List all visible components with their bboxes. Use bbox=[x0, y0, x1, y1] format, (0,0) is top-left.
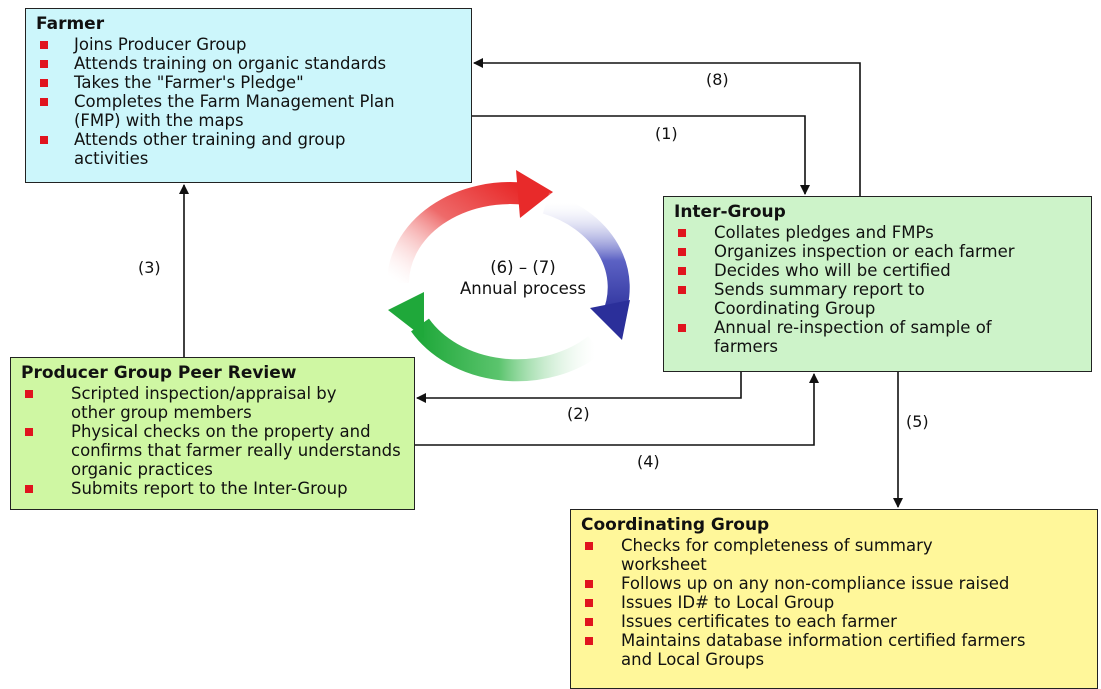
bullet-icon bbox=[40, 41, 48, 49]
edge-8-label: (8) bbox=[706, 70, 729, 89]
list-item-text: Takes the "Farmer's Pledge" bbox=[74, 73, 304, 92]
list-item: Submits report to the Inter-Group bbox=[21, 479, 404, 498]
list-item-text: Decides who will be certified bbox=[714, 261, 951, 280]
list-item-text: Sends summary report to Coordinating Gro… bbox=[714, 280, 925, 318]
bullet-icon bbox=[678, 248, 686, 256]
edge-2-arrow bbox=[416, 372, 742, 403]
edge-8-arrow bbox=[473, 58, 861, 196]
peer-review-box: Producer Group Peer Review Scripted insp… bbox=[10, 357, 415, 510]
farmer-title: Farmer bbox=[36, 14, 105, 34]
bullet-icon bbox=[40, 79, 48, 87]
list-item-text: Physical checks on the property and conf… bbox=[71, 422, 401, 479]
bullet-icon bbox=[678, 229, 686, 237]
list-item: Issues ID# to Local Group bbox=[581, 593, 1087, 612]
bullet-icon bbox=[585, 599, 593, 607]
coordinating-group-list: Checks for completeness of summary works… bbox=[581, 536, 1087, 669]
bullet-icon bbox=[678, 286, 686, 294]
list-item-text: Completes the Farm Management Plan (FMP)… bbox=[74, 92, 395, 130]
list-item: Scripted inspection/appraisal by other g… bbox=[21, 384, 404, 422]
list-item: Joins Producer Group bbox=[36, 35, 461, 54]
list-item: Follows up on any non-compliance issue r… bbox=[581, 574, 1087, 593]
bullet-icon bbox=[585, 618, 593, 626]
farmer-box: Farmer Joins Producer Group Attends trai… bbox=[25, 8, 472, 183]
edge-1-label: (1) bbox=[655, 124, 678, 143]
bullet-icon bbox=[25, 428, 33, 436]
list-item: Collates pledges and FMPs bbox=[674, 223, 1081, 242]
list-item: Decides who will be certified bbox=[674, 261, 1081, 280]
peer-review-list: Scripted inspection/appraisal by other g… bbox=[21, 384, 404, 498]
list-item-text: Annual re-inspection of sample of farmer… bbox=[714, 318, 992, 356]
intergroup-list: Collates pledges and FMPs Organizes insp… bbox=[674, 223, 1081, 356]
annual-cycle-icon bbox=[387, 170, 630, 382]
list-item-text: Attends training on organic standards bbox=[74, 54, 387, 73]
annual-process-caption: Annual process bbox=[459, 279, 586, 298]
list-item-text: Issues ID# to Local Group bbox=[621, 593, 835, 612]
list-item: Organizes inspection or each farmer bbox=[674, 242, 1081, 261]
annual-process-label: (6) – (7) Annual process bbox=[438, 257, 608, 299]
list-item: Sends summary report to Coordinating Gro… bbox=[674, 280, 1081, 318]
bullet-icon bbox=[678, 267, 686, 275]
list-item-text: Issues certificates to each farmer bbox=[621, 612, 897, 631]
list-item: Checks for completeness of summary works… bbox=[581, 536, 1087, 574]
list-item-text: Follows up on any non-compliance issue r… bbox=[621, 574, 1010, 593]
annual-process-steps: (6) – (7) bbox=[490, 258, 556, 277]
bullet-icon bbox=[40, 136, 48, 144]
bullet-icon bbox=[25, 390, 33, 398]
list-item-text: Scripted inspection/appraisal by other g… bbox=[71, 384, 337, 422]
intergroup-box: Inter-Group Collates pledges and FMPs Or… bbox=[663, 196, 1092, 372]
edge-2-label: (2) bbox=[567, 404, 590, 423]
list-item: Attends training on organic standards bbox=[36, 54, 461, 73]
bullet-icon bbox=[585, 637, 593, 645]
bullet-icon bbox=[585, 580, 593, 588]
intergroup-title: Inter-Group bbox=[674, 202, 786, 222]
list-item: Physical checks on the property and conf… bbox=[21, 422, 404, 479]
list-item-text: Checks for completeness of summary works… bbox=[621, 536, 933, 574]
edge-4-arrow bbox=[415, 373, 819, 446]
bullet-icon bbox=[25, 485, 33, 493]
edge-3-label: (3) bbox=[138, 258, 161, 277]
list-item-text: Joins Producer Group bbox=[74, 35, 247, 54]
edge-4-label: (4) bbox=[637, 452, 660, 471]
bullet-icon bbox=[678, 324, 686, 332]
list-item: Completes the Farm Management Plan (FMP)… bbox=[36, 92, 461, 130]
edge-1-arrow bbox=[472, 115, 810, 195]
list-item: Maintains database information certified… bbox=[581, 631, 1087, 669]
list-item: Attends other training and group activit… bbox=[36, 130, 461, 168]
coordinating-group-title: Coordinating Group bbox=[581, 515, 770, 535]
bullet-icon bbox=[40, 98, 48, 106]
coordinating-group-box: Coordinating Group Checks for completene… bbox=[570, 509, 1098, 689]
list-item-text: Attends other training and group activit… bbox=[74, 130, 346, 168]
farmer-list: Joins Producer Group Attends training on… bbox=[36, 35, 461, 168]
list-item: Issues certificates to each farmer bbox=[581, 612, 1087, 631]
list-item-text: Organizes inspection or each farmer bbox=[714, 242, 1015, 261]
bullet-icon bbox=[40, 60, 48, 68]
list-item-text: Submits report to the Inter-Group bbox=[71, 479, 348, 498]
list-item: Takes the "Farmer's Pledge" bbox=[36, 73, 461, 92]
list-item: Annual re-inspection of sample of farmer… bbox=[674, 318, 1081, 356]
list-item-text: Maintains database information certified… bbox=[621, 631, 1026, 669]
list-item-text: Collates pledges and FMPs bbox=[714, 223, 934, 242]
bullet-icon bbox=[585, 542, 593, 550]
edge-5-label: (5) bbox=[906, 412, 929, 431]
peer-review-title: Producer Group Peer Review bbox=[21, 363, 297, 383]
